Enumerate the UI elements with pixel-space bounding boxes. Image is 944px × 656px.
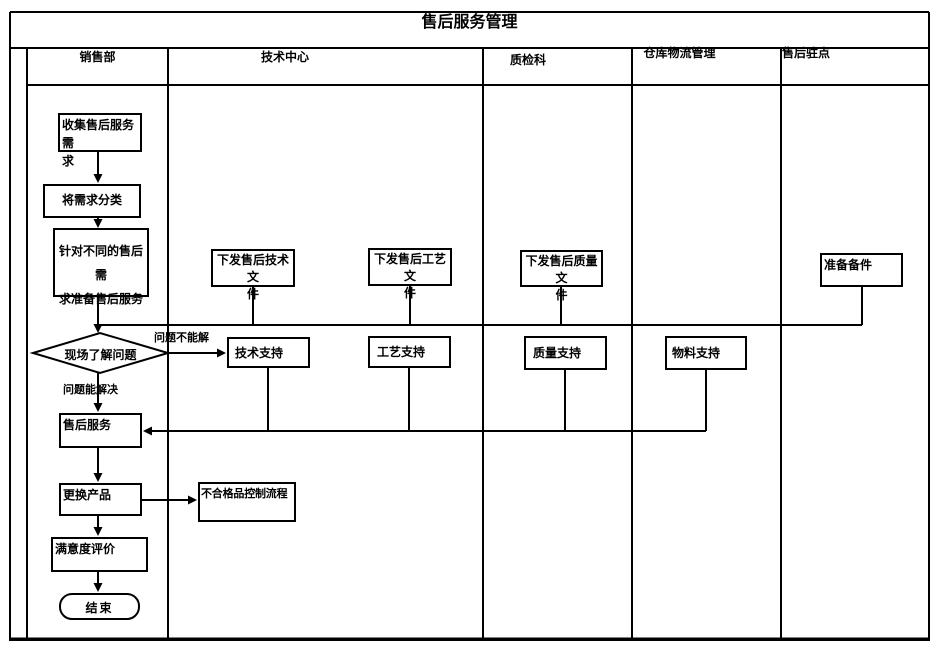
flow-node-aftersales-service: 售后服务: [59, 413, 142, 448]
flow-node-collect-requirements: 收集售后服务需 求: [58, 113, 142, 168]
terminator-end: 结束: [59, 593, 140, 620]
flow-node-prepare-spare-parts: 准备备件: [820, 253, 903, 287]
flow-node-issue-tech-docs: 下发售后技术文 件: [211, 249, 295, 301]
decision-diamond-shape: [29, 331, 172, 375]
flow-node-satisfaction-evaluation: 满意度评价: [51, 537, 148, 572]
flow-node-process-support: 工艺支持: [368, 336, 451, 368]
arrowheads: [93, 174, 226, 592]
lane-header-sales-dept: 销售部: [79, 50, 116, 64]
edge-label-cannot-solve: 问题不能解: [154, 332, 209, 344]
flow-node-issue-quality-docs: 下发售后质量文 件: [520, 250, 603, 302]
flow-node-material-support: 物料支持: [665, 336, 747, 370]
flow-node-nonconforming-control: 不合格品控制流程: [198, 482, 296, 522]
flow-node-replace-product: 更换产品: [59, 483, 142, 516]
edge-label-can-solve: 问题能解决: [63, 384, 118, 396]
decision-onsite-understand-problem: 现场了解问题: [64, 348, 137, 362]
flow-node-prepare-service: 针对不同的售后需 求准备售后服务: [53, 228, 149, 306]
flow-node-issue-process-docs: 下发售后工艺文 件: [368, 248, 452, 300]
page-title: 售后服务管理: [421, 14, 518, 31]
flow-node-quality-support: 质量支持: [524, 336, 607, 370]
swimlane-grid: [9, 11, 930, 641]
lane-header-tech-center: 技术中心: [260, 50, 309, 64]
flow-node-classify-requirements: 将需求分类: [43, 184, 141, 218]
flow-node-tech-support: 技术支持: [227, 337, 310, 368]
lane-header-warehouse-logistics: 仓库物流管理: [643, 46, 716, 60]
lane-header-qc-section: 质检科: [509, 53, 546, 67]
lane-header-aftersales-station: 售后驻点: [782, 46, 831, 60]
